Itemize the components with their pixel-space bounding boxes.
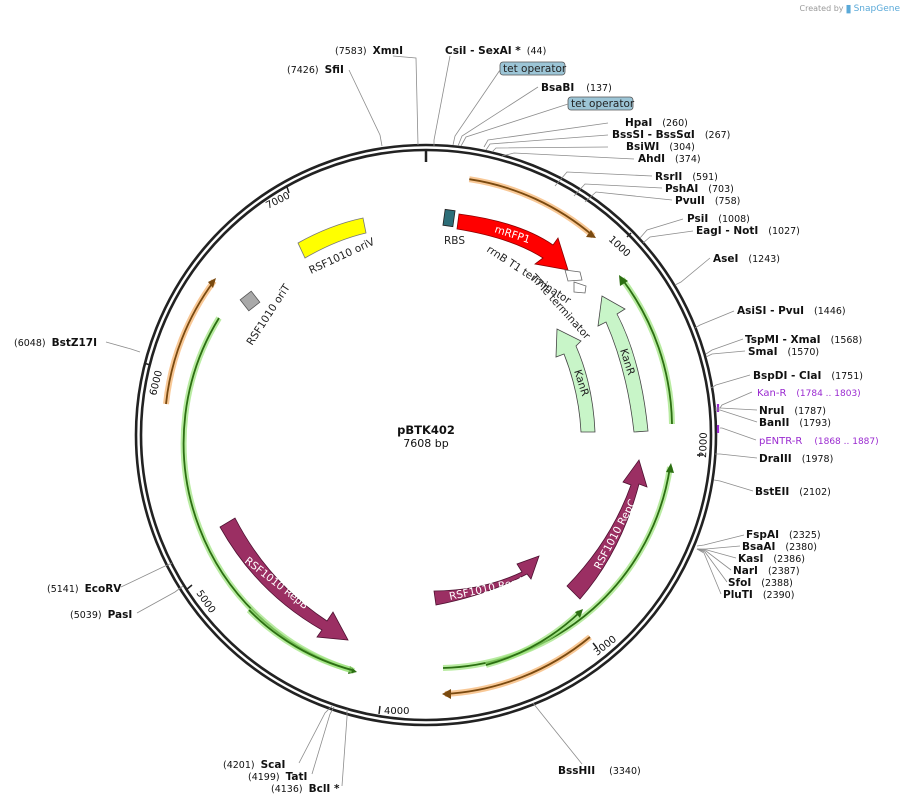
repa-arrow bbox=[433, 555, 540, 606]
site-bsiwi: BsiWI(304) bbox=[626, 141, 695, 153]
site-asisi-pvui: AsiSI - PvuI(1446) bbox=[737, 305, 846, 317]
site-draiii: DraIII(1978) bbox=[759, 453, 833, 465]
snapgene-logo-icon: ▮ bbox=[845, 2, 852, 15]
repb-arrow bbox=[219, 517, 349, 641]
tet-operator-2: tet operator bbox=[567, 96, 635, 111]
site-pvuii: PvuII(758) bbox=[675, 195, 740, 207]
tick-label-6000: 6000 bbox=[148, 369, 165, 396]
orf-arc-right-head bbox=[619, 275, 628, 286]
orf-arc-left-orange-core bbox=[165, 280, 215, 405]
site-scai: (4201)ScaI bbox=[223, 759, 285, 771]
primer-pentr-r: pENTR-R(1868 .. 1887) bbox=[759, 436, 879, 447]
site-fspai: FspAI(2325) bbox=[746, 529, 821, 541]
site-bsssi: BssSI - BssSαI(267) bbox=[612, 129, 730, 141]
credit-brand: SnapGene bbox=[853, 3, 900, 14]
orf-arc-left-orange-head bbox=[208, 278, 216, 288]
orf-arc-bottom-head bbox=[442, 689, 451, 699]
primer-kan-r: Kan-R(1784 .. 1803) bbox=[757, 388, 861, 399]
orit-block bbox=[239, 290, 261, 312]
credit-prefix: Created by bbox=[799, 4, 844, 13]
tet-operator-2-label: tet operator bbox=[571, 98, 635, 110]
leader-lines bbox=[105, 55, 758, 787]
plasmid-size: 7608 bp bbox=[403, 437, 448, 450]
rbs-label: RBS bbox=[444, 235, 465, 247]
site-bsaai: BsaAI(2380) bbox=[742, 541, 817, 553]
site-smai: SmaI(1570) bbox=[748, 346, 819, 358]
site-psii: PsiI(1008) bbox=[687, 213, 750, 225]
rrnb-terminator-shape bbox=[564, 269, 583, 282]
site-pshai: PshAI(703) bbox=[665, 183, 734, 195]
site-eagi-noti: EagI - NotI(1027) bbox=[696, 225, 800, 237]
site-nrui: NruI(1787) bbox=[759, 405, 826, 417]
orf-arc-inner-right-head bbox=[575, 609, 583, 618]
site-bsteii: BstEII(2102) bbox=[755, 486, 831, 498]
tick-label-4000: 4000 bbox=[384, 706, 409, 717]
orf-arc-bottom-core bbox=[444, 636, 591, 695]
site-sfoi: SfoI(2388) bbox=[728, 577, 793, 589]
site-nari: NarI(2387) bbox=[733, 565, 800, 577]
site-csii-sexai: CsiI - SexAI *(44) bbox=[445, 45, 546, 57]
site-kasi: KasI(2386) bbox=[738, 553, 805, 565]
site-sfii: (7426)SfiI bbox=[287, 64, 344, 76]
site-asei: AseI(1243) bbox=[713, 253, 780, 265]
site-banii: BanII(1793) bbox=[759, 417, 831, 429]
orf-arc-lowright-head bbox=[666, 463, 674, 473]
repc-arrow bbox=[566, 459, 648, 600]
tet-operator-1: tet operator bbox=[499, 61, 567, 76]
kanr-arrow-outer bbox=[597, 295, 649, 433]
tick-label-7000: 7000 bbox=[264, 190, 292, 211]
orf-arc-repb-green-core bbox=[248, 609, 353, 671]
orf-arc-top-head bbox=[586, 230, 596, 238]
site-pluti: PluTI(2390) bbox=[723, 589, 794, 601]
backbone-outer bbox=[134, 143, 718, 727]
orf-arc-lowright bbox=[442, 466, 673, 671]
site-tspmi-xmai: TspMI - XmaI(1568) bbox=[745, 334, 862, 346]
tick-label-1000: 1000 bbox=[606, 234, 632, 259]
orf-arcs bbox=[163, 176, 675, 699]
site-hpai: HpaI(260) bbox=[625, 117, 688, 129]
orf-arc-top-core bbox=[469, 178, 594, 237]
site-bstz17i: (6048)BstZ17I bbox=[14, 337, 97, 349]
t7te-terminator-shape bbox=[573, 281, 587, 294]
orf-arc-inner-right-core bbox=[485, 611, 581, 666]
site-xmni: (7583)XmnI bbox=[335, 45, 403, 57]
tet-operator-1-label: tet operator bbox=[503, 63, 567, 75]
repb-label: RSF1010 RepB bbox=[242, 555, 310, 612]
snapgene-credit: Created by ▮ SnapGene bbox=[800, 2, 900, 15]
site-bsshii: BssHII(3340) bbox=[558, 765, 641, 777]
repa-label: RSF1010 RepA bbox=[448, 575, 527, 603]
tick-label-2000: 2000 bbox=[698, 432, 710, 458]
site-bcli: (4136)BclI * bbox=[271, 783, 340, 795]
site-ahdi: AhdI(374) bbox=[638, 153, 701, 165]
site-bsabi: BsaBI(137) bbox=[541, 82, 612, 94]
orf-arc-right-core bbox=[621, 278, 673, 425]
site-ecorv: (5141)EcoRV bbox=[47, 583, 122, 595]
site-rsrii: RsrII(591) bbox=[655, 171, 718, 183]
site-tati: (4199)TatI bbox=[248, 771, 307, 783]
oriv-block bbox=[297, 217, 367, 259]
site-pasi: (5039)PasI bbox=[70, 609, 132, 621]
rbs-block bbox=[442, 208, 456, 228]
kanr-arrow-inner bbox=[555, 328, 596, 433]
site-labels: (7583)XmnI CsiI - SexAI *(44) (7426)SfiI… bbox=[14, 45, 879, 795]
site-bspdi-clai: BspDI - ClaI(1751) bbox=[753, 370, 863, 382]
plasmid-name: pBTK402 bbox=[397, 423, 455, 437]
